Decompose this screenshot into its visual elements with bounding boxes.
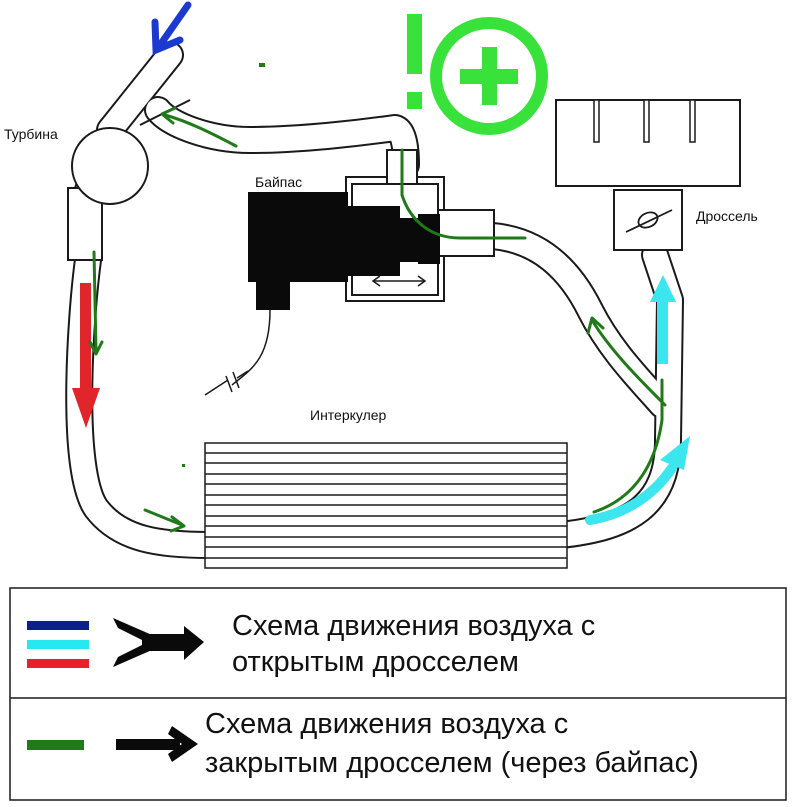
- exclamation-mark-icon: [407, 14, 422, 109]
- green-flow-top: [163, 113, 238, 148]
- intake-runner-2: [643, 99, 650, 143]
- speck: [259, 63, 265, 67]
- green-flow-to-intercooler: [143, 508, 184, 527]
- swatch-dark-blue: [27, 621, 89, 630]
- green-arrowhead-down: [88, 340, 104, 356]
- legend-open-line2: открытым дросселем: [232, 646, 519, 678]
- throttle-body: [613, 189, 683, 251]
- closed-throttle-flow: [88, 106, 667, 533]
- capacitor-symbol-icon: [204, 370, 249, 396]
- arrow-right-icon: [116, 726, 198, 762]
- legend-open-line1: Схема движения воздуха с: [232, 610, 595, 642]
- intercooler: [204, 442, 568, 569]
- green-arrowhead-top: [160, 106, 177, 125]
- open-throttle-flow: [72, 1, 690, 525]
- red-hot-arrow: [72, 283, 100, 428]
- throttle: [613, 189, 683, 251]
- green-arrowhead-ic: [169, 515, 186, 533]
- split-arrow-icon: [113, 618, 204, 667]
- bypass-valve: [204, 149, 495, 396]
- cyan-cold-arrow-2: [650, 275, 676, 364]
- intercooler-label: Интеркулер: [310, 407, 387, 423]
- throttle-valve-icon: [625, 209, 673, 233]
- cyan-cold-arrow-1: [585, 436, 690, 525]
- bypass-plunger: [418, 214, 440, 264]
- green-arrowhead-return: [586, 316, 605, 335]
- turbine: [67, 99, 191, 261]
- legend-frame: [9, 587, 787, 801]
- badge: [407, 14, 548, 135]
- throttle-label: Дроссель: [696, 208, 758, 224]
- speck: [182, 464, 185, 467]
- bypass-wire: [231, 309, 271, 386]
- intake-runner-1: [593, 99, 600, 143]
- swatch-red: [27, 659, 89, 668]
- double-arrow-icon: [371, 275, 427, 287]
- engine-intake: [555, 99, 741, 187]
- legend: Схема движения воздуха с открытым дроссе…: [9, 587, 787, 801]
- legend-closed-line2: закрытым дросселем (через байпас): [205, 747, 699, 779]
- green-flow-turbine-down: [92, 250, 98, 352]
- green-flow-through-bypass: [400, 148, 527, 240]
- green-flow-up-right: [592, 378, 664, 514]
- legend-open-swatches: [27, 621, 89, 668]
- bypass-outlet-port: [437, 209, 495, 257]
- blue-intake-arrow: [151, 1, 192, 56]
- swatch-cyan: [27, 640, 89, 649]
- intercooler-fins: [205, 452, 567, 559]
- turbine-housing: [71, 127, 149, 205]
- bypass-actuator: [248, 192, 432, 310]
- legend-closed-line1: Схема движения воздуха с: [205, 708, 568, 740]
- turbine-label: Турбина: [4, 126, 58, 142]
- plus-circle-icon: [430, 17, 548, 135]
- swatch-green: [27, 740, 84, 750]
- intake-runner-3: [689, 99, 696, 143]
- green-flow-to-bypass-return: [590, 318, 667, 407]
- bypass-label: Байпас: [255, 174, 302, 190]
